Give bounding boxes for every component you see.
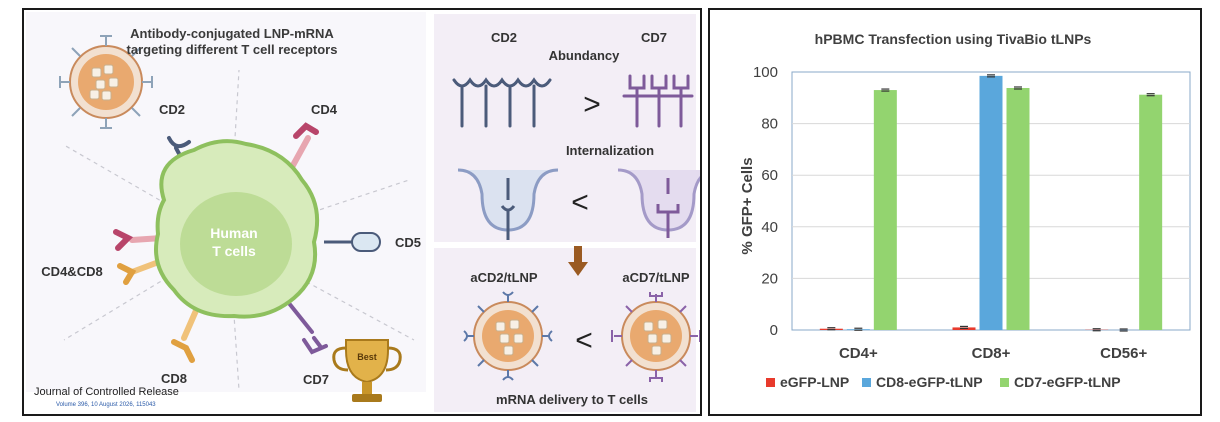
t-cell-label-line2: T cells [212,243,256,259]
trophy-icon [332,339,402,402]
y-tick-label: 60 [761,167,778,184]
cd7-internalization-icon [617,168,700,238]
cd7-receptor-array-icon [622,74,694,128]
delivery-left-label: aCD2/tLNP [470,270,538,285]
y-tick-label: 100 [753,64,778,81]
bar-cd8-1 [979,75,1003,331]
cd4cd8-label: CD4&CD8 [41,264,102,279]
legend-swatch [766,378,775,387]
delivery-comparison-symbol: < [575,324,593,357]
bar-chart: hPBMC Transfection using TivaBio tLNPs %… [739,31,1191,390]
abundancy-title: Abundancy [549,48,621,63]
internalization-comparison-symbol: < [571,186,589,219]
x-tick-label: CD56+ [1100,345,1147,362]
journal-name: Journal of Controlled Release [34,386,179,398]
cd7-receptor-icon [286,300,328,355]
legend-label: CD7-eGFP-tLNP [1014,374,1121,390]
cd2-internalization-icon [457,168,559,240]
acd2-tlnp-icon [463,291,553,381]
t-cell-label-line1: Human [210,225,257,241]
y-axis-label: % GFP+ Cells [739,157,756,254]
y-tick-label: 20 [761,270,778,287]
legend-swatch [1000,378,1009,387]
cd5-label: CD5 [395,235,421,250]
x-tick-label: CD8+ [972,345,1011,362]
y-tick-label: 80 [761,116,778,133]
acd7-tlnp-icon [611,292,700,382]
cd2-receptor-array-icon [452,77,552,128]
bar-cd4-1 [846,329,870,330]
abundancy-left-label: CD2 [491,30,517,45]
cd5-receptor-icon [324,232,381,252]
legend-label: CD8-eGFP-tLNP [876,374,983,390]
graphical-abstract-figure: Best Antibody-conjugated LNP-mRNA target… [41,14,700,412]
abundancy-right-label: CD7 [641,30,667,45]
cd2-label: CD2 [159,102,185,117]
illustration-title-line2: targeting different T cell receptors [127,42,338,57]
y-tick-label: 0 [770,322,778,339]
lnp-particle-icon [59,35,153,129]
down-arrow-icon [568,246,588,276]
illustration-title-line1: Antibody-conjugated LNP-mRNA [130,26,334,41]
x-tick-label: CD4+ [839,345,878,362]
delivery-caption: mRNA delivery to T cells [496,392,648,407]
delivery-right-label: aCD7/tLNP [622,270,690,285]
y-tick-label: 40 [761,219,778,236]
internalization-title: Internalization [566,143,654,158]
bar-cd8-2 [1006,87,1030,330]
chart-panel: hPBMC Transfection using TivaBio tLNPs %… [708,8,1202,416]
cd8-receptor-icon [171,303,201,363]
journal-citation: Volume 396, 10 August 2026, 115043 [56,402,156,408]
legend-label: eGFP-LNP [780,374,849,390]
bar-cd4-2 [873,90,897,330]
trophy-label: Best [357,352,377,362]
graphical-abstract-panel: Best Antibody-conjugated LNP-mRNA target… [22,8,702,416]
cd8-label: CD8 [161,371,187,386]
t-cell-illustration [154,139,320,319]
abundancy-comparison-symbol: > [583,88,601,121]
cd7-label: CD7 [303,372,329,387]
bar-cd56-2 [1139,94,1163,330]
cd4-label: CD4 [311,102,338,117]
chart-title: hPBMC Transfection using TivaBio tLNPs [815,31,1092,47]
legend-swatch [862,378,871,387]
